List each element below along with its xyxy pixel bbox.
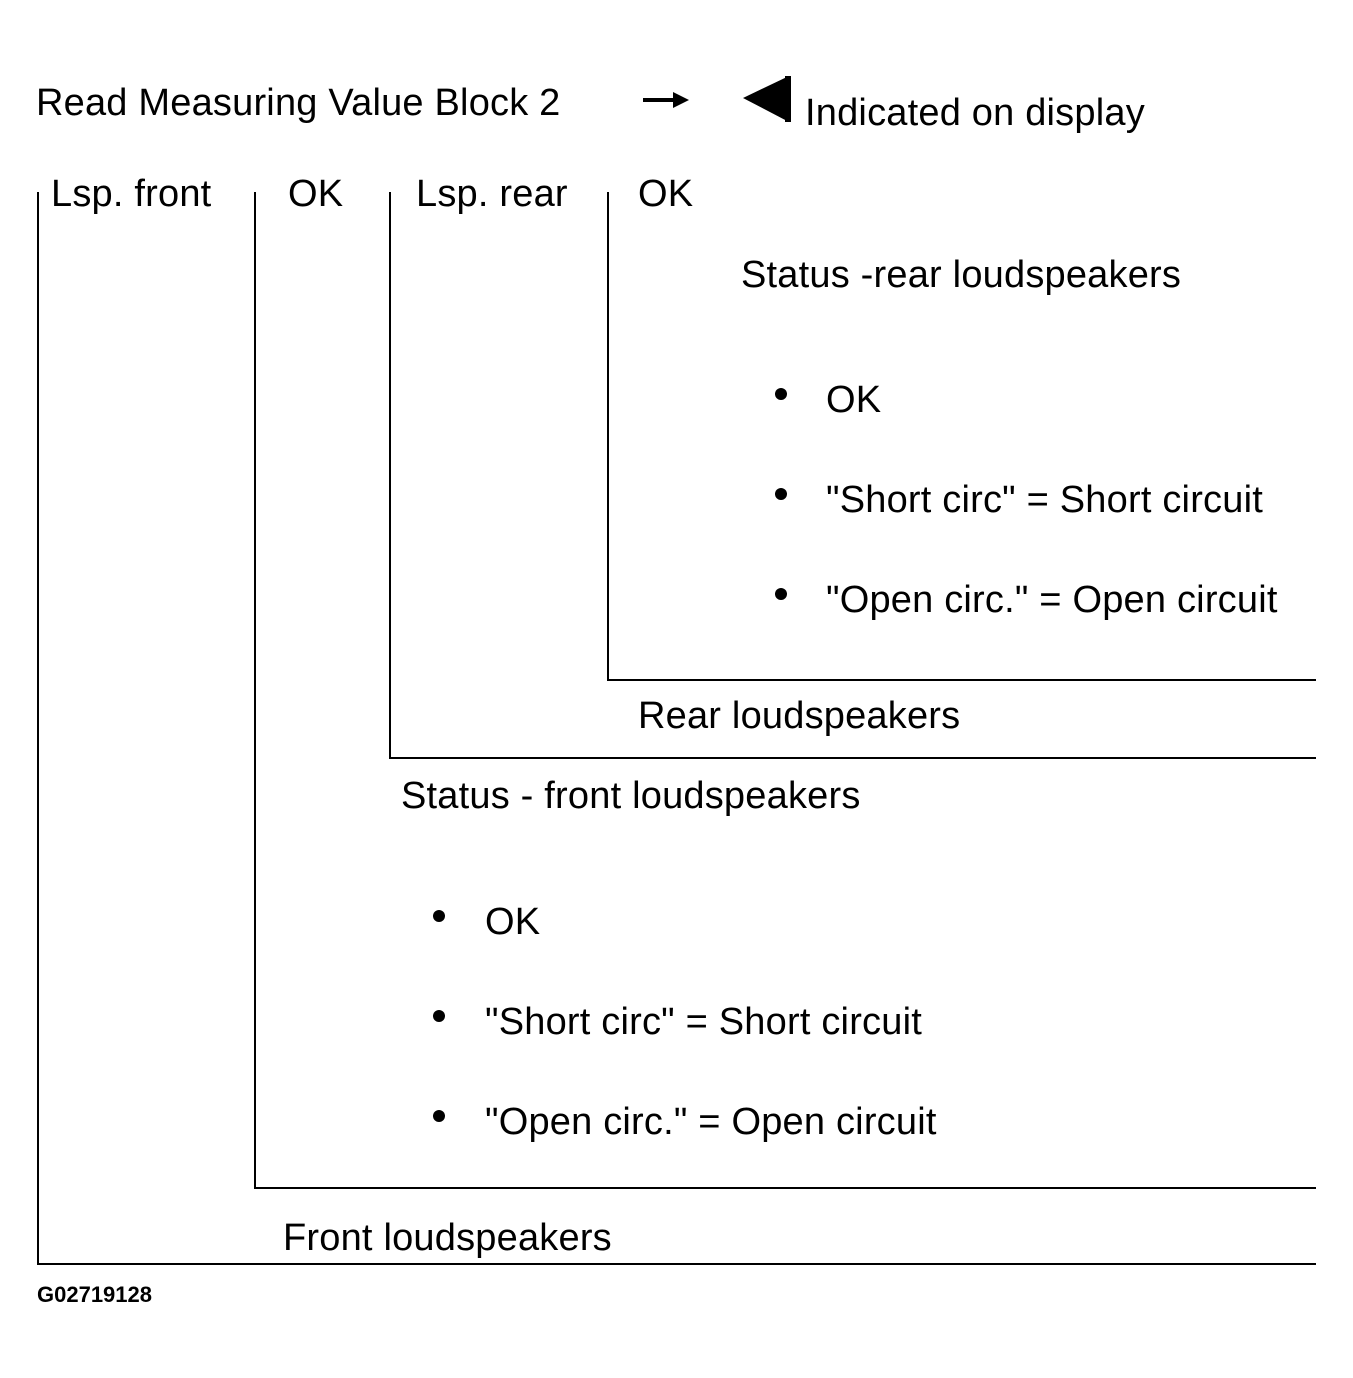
bracket-rear-field-vertical	[389, 192, 391, 759]
bullet-icon	[775, 588, 787, 600]
rear-loudspeakers-label: Rear loudspeakers	[638, 695, 961, 737]
right-arrow-icon	[643, 92, 689, 108]
display-field-rear-ok: OK	[638, 173, 694, 215]
bracket-front-field-horizontal	[37, 1263, 1316, 1265]
front-status-item-ok: OK	[485, 901, 541, 943]
front-status-item-open: "Open circ." = Open circuit	[485, 1101, 937, 1143]
display-field-lsp-front: Lsp. front	[51, 173, 212, 215]
rear-status-heading: Status -rear loudspeakers	[741, 254, 1182, 296]
display-field-front-ok: OK	[288, 173, 344, 215]
rear-status-item-short: "Short circ" = Short circuit	[826, 479, 1263, 521]
bullet-icon	[775, 388, 787, 400]
left-triangle-icon	[743, 76, 791, 122]
bracket-front-status-vertical	[254, 192, 256, 1189]
bullet-icon	[433, 1110, 445, 1122]
display-field-lsp-rear: Lsp. rear	[416, 173, 568, 215]
front-status-item-short: "Short circ" = Short circuit	[485, 1001, 922, 1043]
bracket-rear-status-vertical	[607, 192, 609, 681]
bracket-rear-field-horizontal	[389, 757, 1316, 759]
bullet-icon	[775, 488, 787, 500]
rear-status-item-ok: OK	[826, 379, 882, 421]
bullet-icon	[433, 910, 445, 922]
bracket-front-status-horizontal	[254, 1187, 1316, 1189]
rear-status-item-open: "Open circ." = Open circuit	[826, 579, 1278, 621]
front-loudspeakers-label: Front loudspeakers	[283, 1217, 612, 1259]
indicated-on-display-label: Indicated on display	[805, 92, 1145, 134]
bracket-front-field-vertical	[37, 192, 39, 1265]
figure-code: G02719128	[37, 1282, 152, 1307]
front-status-heading: Status - front loudspeakers	[401, 775, 861, 817]
block-title: Read Measuring Value Block 2	[36, 82, 561, 124]
bullet-icon	[433, 1010, 445, 1022]
bracket-rear-status-horizontal	[607, 679, 1316, 681]
